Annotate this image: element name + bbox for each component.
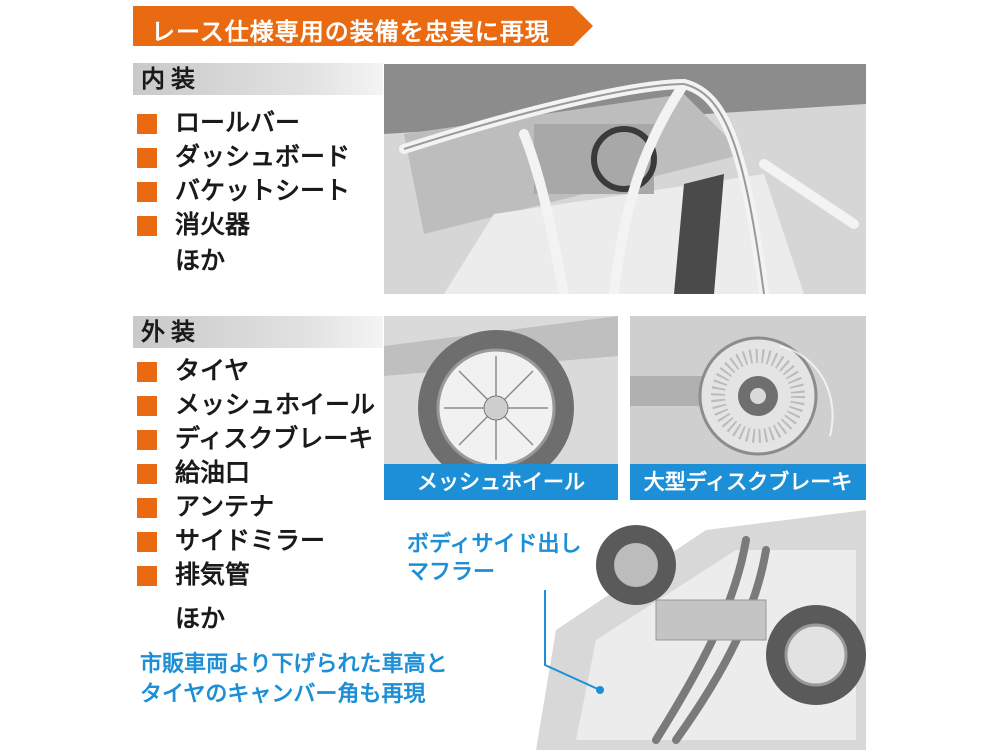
bullet-icon: [137, 464, 157, 484]
bullet-icon: [137, 566, 157, 586]
banner-arrow-shape: [133, 6, 593, 46]
bullet-icon: [137, 114, 157, 134]
bullet-icon: [137, 362, 157, 382]
exterior-item: 給油口: [137, 456, 375, 490]
headline-text: レース仕様専用の装備を忠実に再現: [151, 18, 550, 46]
bullet-icon: [137, 216, 157, 236]
exterior-section-label: 外装: [133, 316, 383, 348]
note-line1: 市販車両より下げられた車高と: [140, 652, 448, 677]
underbody-image: [536, 510, 866, 750]
disc-brake-image: [630, 316, 866, 464]
mesh-wheel-caption: メッシュホイール: [384, 464, 618, 500]
muffler-callout-line2: マフラー: [407, 560, 496, 585]
bullet-icon: [137, 396, 157, 416]
interior-item: ダッシュボード: [137, 140, 350, 174]
interior-more: ほか: [175, 246, 226, 275]
bullet-icon: [137, 182, 157, 202]
exterior-item: 排気管: [137, 558, 375, 592]
exterior-item: アンテナ: [137, 490, 375, 524]
interior-item: 消火器: [137, 208, 350, 242]
headline-banner: レース仕様専用の装備を忠実に再現: [133, 6, 593, 46]
exterior-more: ほか: [175, 604, 226, 633]
bullet-icon: [137, 532, 157, 552]
bullet-icon: [137, 430, 157, 450]
interior-rollcage-image: [384, 64, 866, 294]
exterior-item: タイヤ: [137, 354, 375, 388]
interior-section-label: 内装: [133, 63, 383, 95]
interior-list: ロールバー ダッシュボード バケットシート 消火器: [137, 106, 350, 242]
mesh-wheel-image: [384, 316, 618, 464]
muffler-callout-line1: ボディサイド出し: [407, 532, 582, 557]
interior-item: バケットシート: [137, 174, 350, 208]
exterior-item: サイドミラー: [137, 524, 375, 558]
exterior-item: メッシュホイール: [137, 388, 375, 422]
interior-item: ロールバー: [137, 106, 350, 140]
bullet-icon: [137, 498, 157, 518]
exterior-item: ディスクブレーキ: [137, 422, 375, 456]
note-line2: タイヤのキャンバー角も再現: [140, 682, 426, 707]
exterior-list: タイヤ メッシュホイール ディスクブレーキ 給油口 アンテナ サイドミラー 排気…: [137, 354, 375, 592]
bullet-icon: [137, 148, 157, 168]
disc-brake-caption: 大型ディスクブレーキ: [630, 464, 866, 500]
